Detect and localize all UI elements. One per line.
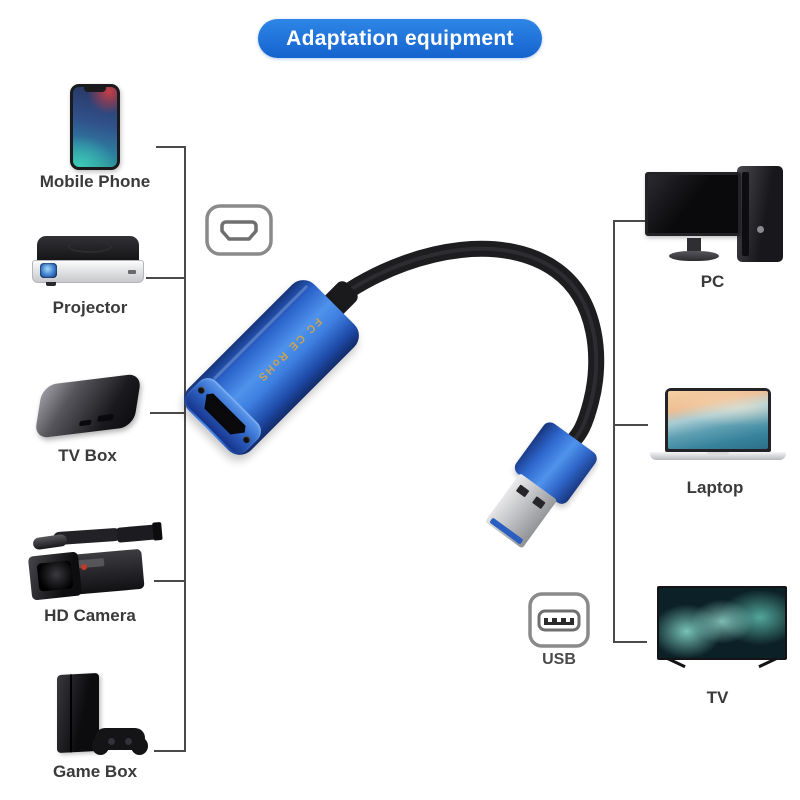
usb-contact-window — [515, 484, 530, 498]
pc-tower — [737, 166, 783, 262]
hd-camera-label: HD Camera — [44, 606, 136, 625]
game-box-label: Game Box — [52, 762, 138, 781]
usb-contact-window — [532, 496, 546, 510]
right-bracket-vertical-line — [613, 220, 615, 643]
projector-body — [32, 260, 144, 283]
tv-connector-line — [615, 641, 647, 643]
laptop-icon — [650, 388, 786, 464]
pc-monitor — [645, 172, 741, 236]
left-bracket-vertical-line — [184, 146, 186, 752]
gamepad-stick — [108, 738, 115, 745]
desktop-computer-icon — [645, 162, 783, 270]
smartphone-notch — [84, 87, 106, 92]
pc-monitor-stand — [687, 238, 701, 251]
usb-port-icon — [528, 592, 590, 648]
television-icon — [652, 586, 792, 672]
hd-camera-connector-line — [154, 580, 186, 582]
tv-box-label: TV Box — [58, 446, 117, 465]
laptop-keyboard-base — [650, 452, 786, 460]
laptop-connector-line — [615, 424, 648, 426]
camcorder-record-light — [81, 564, 87, 570]
pc-monitor-base — [669, 251, 719, 261]
pc-connector-line — [615, 220, 647, 222]
screw — [241, 434, 252, 445]
laptop-label: Laptop — [686, 478, 744, 497]
title-banner: Adaptation equipment — [258, 19, 542, 58]
gamepad — [92, 728, 148, 755]
usb-caption: USB — [542, 651, 576, 668]
projector-foot — [46, 282, 56, 286]
mobile-phone-label: Mobile Phone — [39, 172, 151, 191]
tv-box-connector-line — [150, 412, 186, 414]
gamepad-stick — [125, 738, 132, 745]
tv-label: TV — [706, 688, 729, 707]
projector-connector-line — [146, 277, 186, 279]
smartphone-screen — [73, 87, 117, 167]
screw — [196, 385, 207, 396]
projector-vent — [128, 270, 136, 274]
projector-label: Projector — [52, 298, 128, 317]
title-text: Adaptation equipment — [286, 26, 514, 50]
projector-lens — [40, 263, 57, 278]
hdmi-port-icon — [205, 204, 273, 256]
mobile-phone-connector-line — [156, 146, 186, 148]
smartphone-icon — [70, 84, 120, 170]
game-box-connector-line — [154, 750, 186, 752]
projector-top — [37, 236, 139, 263]
projector-icon — [32, 236, 144, 286]
laptop-screen — [665, 388, 771, 452]
pc-label: PC — [700, 272, 725, 291]
camcorder-icon — [25, 518, 163, 608]
pc-power-button — [757, 226, 764, 233]
television-screen — [657, 586, 787, 660]
game-console-icon — [45, 672, 148, 758]
laptop-wallpaper — [668, 391, 768, 449]
certification-markings: FC CE RoHS — [254, 315, 324, 385]
